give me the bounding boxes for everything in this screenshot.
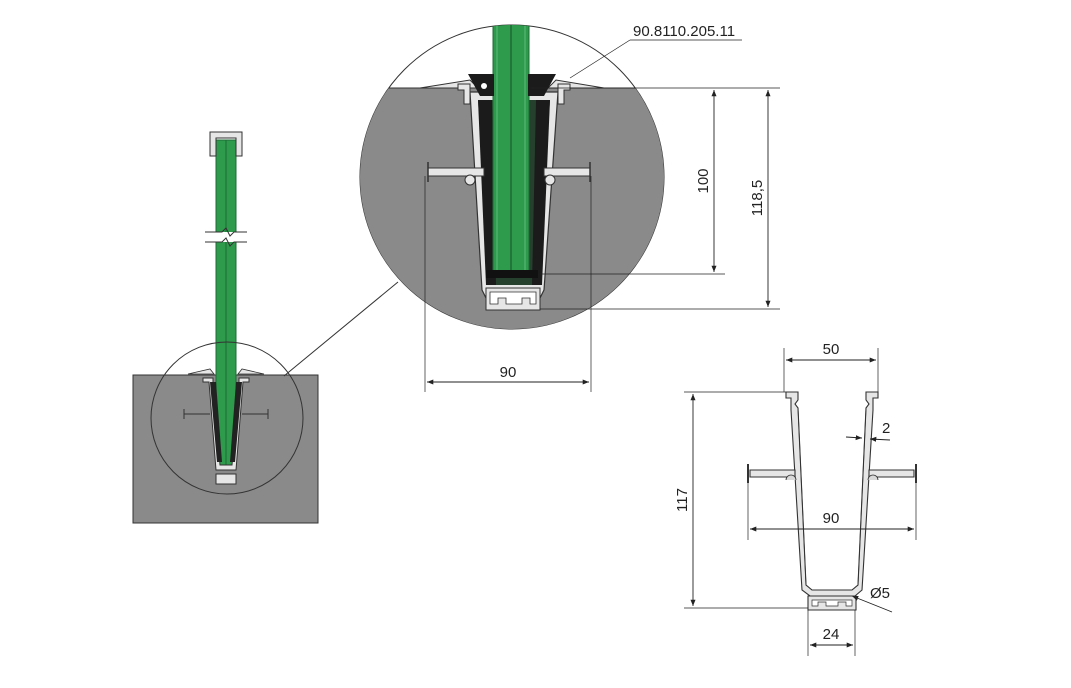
dimension-2-label: 2 — [882, 420, 890, 437]
detail-view — [359, 24, 665, 330]
dimension-100: 100 — [530, 87, 780, 275]
overview-break-mark — [205, 227, 247, 247]
dimension-117: 117 — [674, 391, 808, 609]
profile-left-wall — [785, 391, 879, 597]
dimension-24-label: 24 — [823, 626, 840, 643]
dimension-90-profile: 90 — [747, 483, 917, 540]
dimension-24: 24 — [807, 610, 856, 656]
detail-left-gasket — [478, 100, 496, 285]
dimension-117-label: 117 — [674, 488, 691, 512]
dimension-118-5: 118,5 — [540, 90, 780, 310]
overview-gasket — [210, 382, 242, 462]
overview-view — [132, 131, 319, 524]
overview-detail-circle — [150, 341, 304, 495]
dimension-2: 2 — [845, 420, 890, 442]
dimension-90-detail-label: 90 — [500, 364, 517, 381]
part-number-label: 90.8110.205.11 — [633, 23, 735, 40]
dimension-100-label: 100 — [695, 168, 712, 193]
part-number-callout: 90.8110.205.11 — [569, 23, 742, 79]
dimension-50: 50 — [783, 341, 879, 392]
dimension-50-label: 50 — [823, 341, 840, 358]
dimension-90-profile-label: 90 — [823, 510, 840, 527]
detail-right-gasket — [532, 100, 550, 285]
dimension-90-detail: 90 — [424, 176, 592, 392]
detail-leader-line — [283, 281, 399, 377]
overview-handrail-cap — [209, 131, 243, 157]
overview-base-channel — [215, 473, 237, 485]
detail-left-flange — [427, 167, 485, 177]
dimension-diameter-label: Ø5 — [870, 585, 890, 602]
detail-top-clamp — [457, 83, 571, 105]
profile-cross-section — [747, 391, 917, 611]
dimension-diameter: Ø5 — [851, 585, 893, 613]
profile-right-flange — [868, 469, 915, 478]
dimension-118-5-label: 118,5 — [749, 180, 766, 216]
